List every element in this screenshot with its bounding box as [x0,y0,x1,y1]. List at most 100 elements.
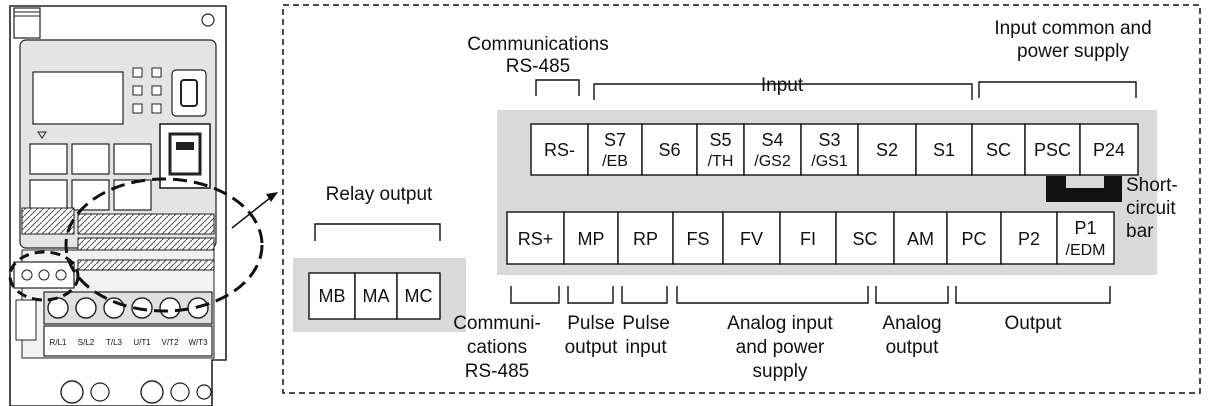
terminal-label: S5 [709,130,731,150]
terminal-label: S4 [761,130,783,150]
relay-terminal-block [21,207,75,235]
drive-unit-illustration: R/L1 S/L2 T/L3 U/T1 V/T2 W/T3 [9,5,227,406]
terminal-mb [308,272,356,320]
terminal-label: MB [319,286,346,306]
terminal-rp [617,211,674,265]
keypad-key [71,143,110,175]
status-led-icon [151,103,162,114]
status-led-icon [151,85,162,96]
control-terminal-block [77,237,215,251]
ground-screw-icon [140,380,164,404]
terminal-label: P1 [1074,218,1096,238]
terminal-label: MC [405,286,433,306]
main-circuit-terminals: R/L1 S/L2 T/L3 U/T1 V/T2 W/T3 [43,291,213,357]
relay-terminal-row: MB MA MC [308,272,441,320]
terminal-label: SC [986,140,1011,160]
output-bracket [955,286,1111,304]
pulse-output-bracket [567,286,614,304]
group-label-analog-output: Analog [882,313,941,334]
terminal-label: MA [363,286,390,306]
keypad-key [29,143,68,175]
terminal-label: U/T1 [133,338,151,347]
status-led-icon [132,85,143,96]
terminal-label: W/T3 [188,338,208,347]
pulse-input-bracket [621,286,668,304]
zoom-frame [282,4,1201,394]
mounting-hole-icon [201,13,215,27]
terminal-label: S7 [604,130,626,150]
status-led-icon [132,103,143,114]
ground-symbol-icon [170,382,190,402]
input-common-bracket [978,81,1137,98]
arrow-head-icon [266,192,278,202]
terminal-am [893,211,948,265]
arrow-down-icon [37,131,47,139]
terminal-label: P24 [1093,140,1125,160]
short-circuit-bar-label: circuit [1126,198,1176,219]
terminal-sc [835,211,895,265]
group-label-communications-rs485: Communi- [453,313,541,334]
group-label-communications: Communications [467,34,609,55]
status-led-icon [132,67,143,78]
keypad-key [71,179,110,211]
terminal-s2 [857,123,917,176]
group-label-input-common: Input common and [994,18,1151,39]
terminal-label: S/L2 [78,338,95,347]
screw-icon [38,269,50,281]
terminal-fi [779,211,837,265]
terminal-rs-plus [506,211,565,265]
terminal-label: RS+ [518,229,554,249]
terminal-label: S6 [658,140,680,160]
terminal-s7 [587,123,643,176]
group-label-pulse-input: Pulse [622,313,670,334]
terminal-label: V/T2 [162,338,179,347]
group-label-communications-rs485: cations [467,337,527,358]
keypad-key [29,179,68,211]
relay-highlight-ellipse [8,250,80,302]
group-label-output: Output [1004,313,1062,334]
top-vent [13,7,41,39]
display-window [32,71,124,125]
short-circuit-bar-label: bar [1126,221,1154,242]
terminal-label: PSC [1034,140,1071,160]
relay-output-bracket [314,223,441,241]
group-label-input-common: power supply [1017,41,1129,62]
terminal-label: FS [686,229,709,249]
group-label-analog-output: output [886,337,940,358]
terminal-s6 [641,123,698,176]
group-label-analog-input: supply [753,361,808,382]
group-label-pulse-output: Pulse [567,313,615,334]
screw-icon [159,297,181,319]
terminal-sublabel: /EB [602,153,628,170]
screw-icon [21,269,33,281]
terminal-label: R/L1 [50,338,67,347]
group-label-analog-input: Analog input [727,313,833,334]
status-led-icon [151,67,162,78]
group-label-input: Input [761,75,804,96]
terminal-sublabel: /GS1 [811,153,848,170]
terminal-sublabel: /TH [708,153,734,170]
terminal-label: AM [907,229,934,249]
communications-rs485-bracket [510,286,560,304]
terminal-label: T/L3 [106,338,123,347]
relay-output-title: Relay output [326,184,433,205]
terminal-p1 [1056,211,1115,265]
terminal-p24 [1079,123,1139,176]
group-label-pulse-input: input [625,337,667,358]
screw-icon [55,269,67,281]
control-terminal-block [77,213,215,235]
terminal-label: S3 [818,130,840,150]
input-bracket [593,83,973,100]
terminal-label: RP [633,229,658,249]
terminal-label: S2 [876,140,898,160]
terminal-label: FI [800,229,816,249]
terminal-label: PC [961,229,986,249]
terminal-rs-minus [530,123,589,176]
terminal-p2 [1000,211,1058,265]
analog-input-bracket [676,286,869,304]
group-label-communications-rs485: RS-485 [465,361,529,382]
terminal-sublabel: /GS2 [754,153,791,170]
bottom-terminal-row: RS+ MP RP FS FV FI SC AM PC P2 P1 /EDM [506,211,1115,265]
group-label-communications: RS-485 [506,56,570,77]
